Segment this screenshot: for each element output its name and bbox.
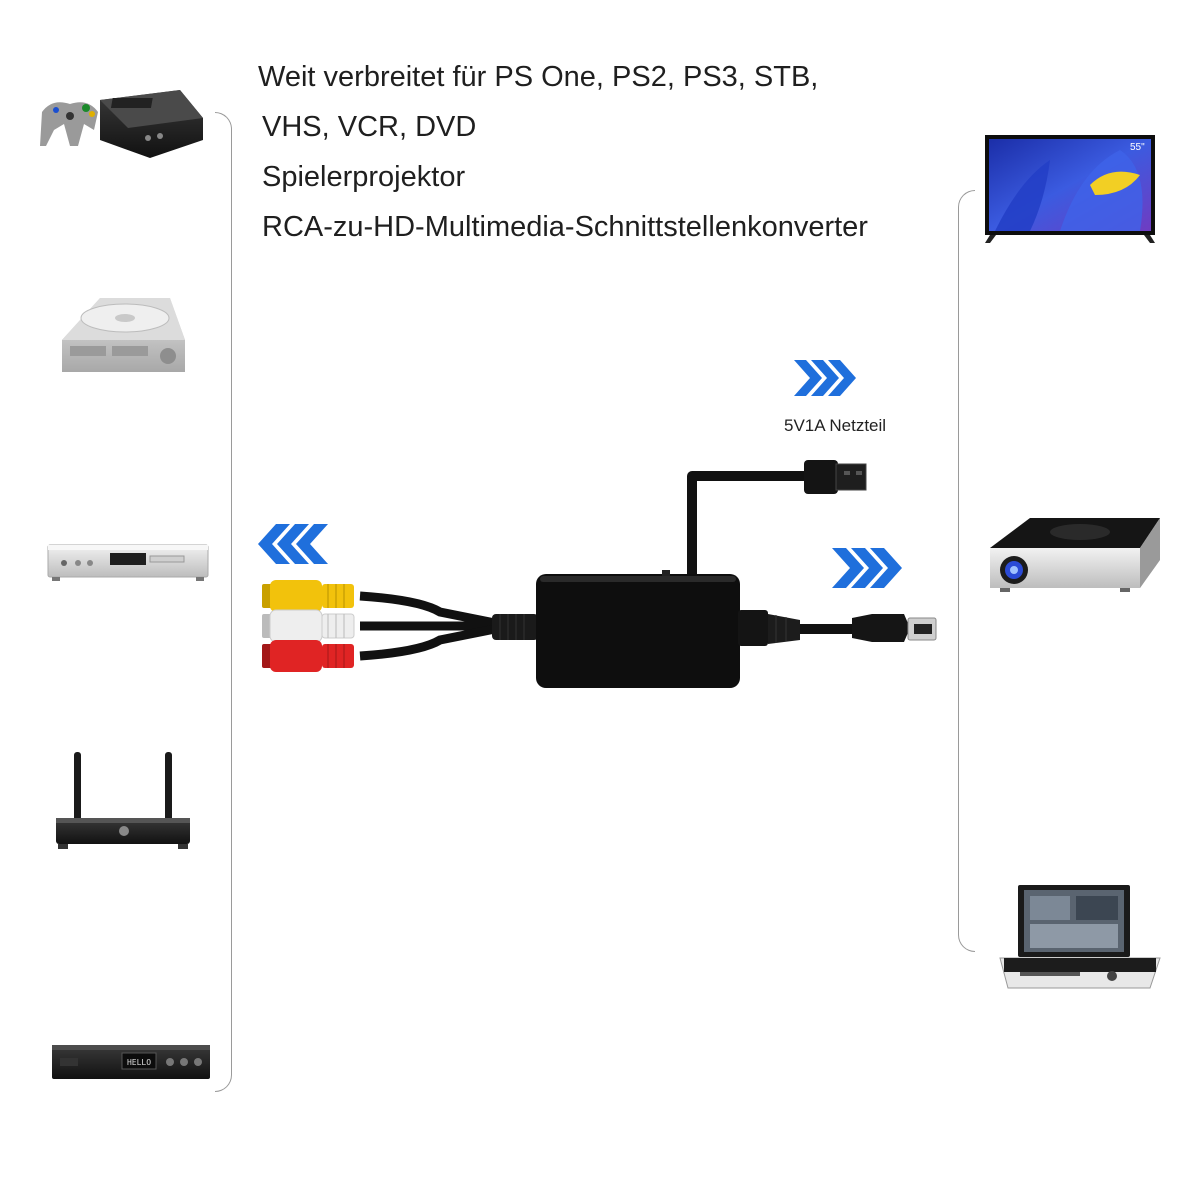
rca-plug-white bbox=[262, 609, 355, 643]
input-arrows-left-icon bbox=[258, 524, 328, 564]
rca-plug-yellow bbox=[262, 580, 354, 612]
tv-icon: 55" bbox=[985, 135, 1155, 243]
power-supply-label: 5V1A Netzteil bbox=[784, 416, 887, 435]
portable-dvd-player-icon bbox=[999, 885, 1161, 989]
tv-size-badge: 55" bbox=[1130, 142, 1145, 153]
hdmi-cable bbox=[738, 610, 937, 646]
wifi-router-icon bbox=[56, 752, 190, 849]
headline-line-4: RCA-zu-HD-Multimedia-Schnittstellenkonve… bbox=[262, 211, 868, 243]
rca-plug-red bbox=[262, 640, 354, 672]
headline-line-1: Weit verbreitet für PS One, PS2, PS3, ST… bbox=[258, 61, 819, 93]
rca-cables bbox=[359, 591, 538, 661]
headline-line-2: VHS, VCR, DVD bbox=[262, 111, 477, 143]
ps-one-console-icon bbox=[62, 298, 185, 372]
power-arrows-right-icon bbox=[794, 360, 856, 396]
n64-console-icon bbox=[40, 90, 203, 158]
headline-line-3: Spielerprojektor bbox=[262, 161, 466, 193]
dvd-player-icon bbox=[47, 544, 209, 581]
set-top-box-icon: HELLO bbox=[52, 1045, 210, 1079]
converter-box bbox=[536, 570, 740, 688]
svg-text:HELLO: HELLO bbox=[127, 1058, 151, 1067]
usb-power-cable bbox=[687, 460, 867, 576]
headline: Weit verbreitet für PS One, PS2, PS3, ST… bbox=[258, 52, 868, 252]
output-arrows-right-icon bbox=[832, 548, 902, 588]
projector-icon bbox=[990, 518, 1160, 592]
